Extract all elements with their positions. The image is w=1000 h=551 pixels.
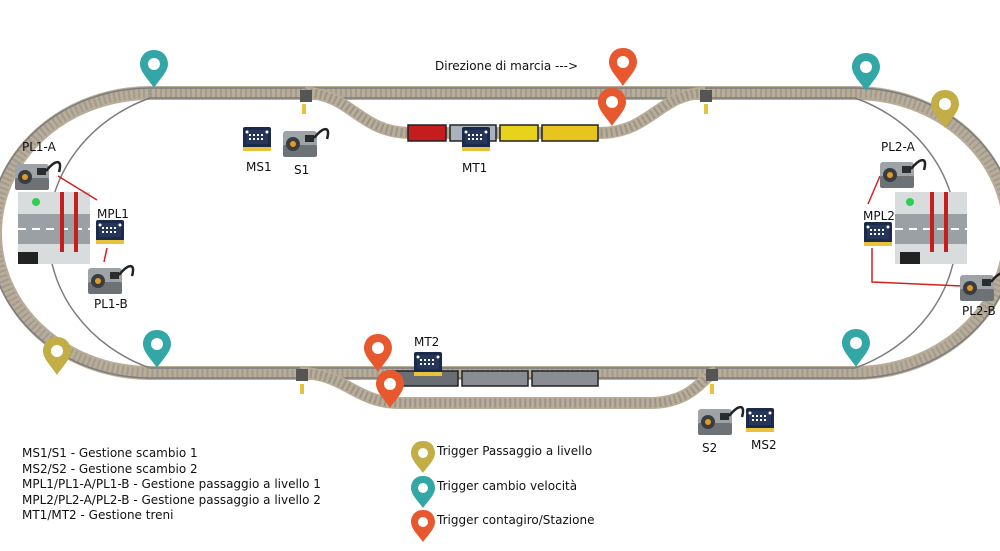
label-mpl2: MPL2	[863, 209, 895, 223]
marker-legend-text: Trigger cambio velocità	[437, 479, 578, 493]
label-s2: S2	[702, 441, 718, 455]
s2-motor	[696, 405, 745, 437]
pl2a-motor	[878, 158, 927, 190]
label-pl2a: PL2-A	[881, 140, 915, 154]
switch-2-lever	[706, 369, 718, 381]
label-pl1a: PL1-A	[22, 140, 56, 154]
teal-pin-icon	[842, 329, 870, 367]
level-crossing-1	[18, 192, 90, 264]
mpl1-microbit	[96, 220, 124, 244]
label-pl1b: PL1-B	[94, 297, 128, 311]
device-legend: MS1/S1 - Gestione scambio 1 MS2/S2 - Ges…	[22, 446, 321, 524]
orange-pin-icon	[609, 48, 637, 86]
teal-pin-icon	[411, 476, 435, 508]
pl1a-motor	[13, 160, 62, 192]
marker-legend-item: Trigger Passaggio a livello	[410, 440, 670, 473]
bottom-siding-track	[296, 367, 718, 409]
marker-legend-text: Trigger Passaggio a livello	[437, 444, 593, 458]
mt2-microbit	[414, 352, 442, 376]
legend-line: MS1/S1 - Gestione scambio 1	[22, 446, 198, 460]
olive-pin-icon	[411, 441, 435, 473]
label-ms2: MS2	[751, 438, 777, 452]
track-oval	[0, 86, 1000, 380]
legend-line: MPL2/PL2-A/PL2-B - Gestione passaggio a …	[22, 492, 321, 507]
label-ms1: MS1	[246, 160, 272, 174]
mt1-microbit	[462, 127, 490, 151]
legend-line: MPL1/PL1-A/PL1-B - Gestione passaggio a …	[22, 477, 321, 492]
ms1-microbit	[243, 127, 271, 151]
teal-pin-icon	[143, 330, 171, 368]
label-mt2: MT2	[414, 335, 440, 349]
legend-line: MS2/S2 - Gestione scambio 2	[22, 461, 198, 476]
label-mpl1: MPL1	[97, 207, 129, 221]
marker-legend-item: Trigger contagiro/Stazione	[410, 509, 670, 542]
level-crossing-2	[895, 192, 967, 264]
olive-pin-icon	[43, 337, 71, 375]
orange-pin-icon	[411, 510, 435, 542]
teal-pin-icon	[852, 53, 880, 91]
direction-label: Direzione di marcia --->	[435, 59, 579, 73]
label-mt1: MT1	[462, 161, 488, 175]
legend-line: MT1/MT2 - Gestione treni	[22, 508, 174, 523]
marker-legend-text: Trigger contagiro/Stazione	[437, 513, 595, 527]
wires	[57, 175, 963, 287]
pl1b-motor	[86, 264, 135, 296]
s1-motor	[281, 127, 330, 159]
pl2b-motor	[958, 271, 1000, 303]
train-1	[407, 124, 599, 142]
mpl2-microbit	[864, 222, 892, 246]
orange-pin-icon	[598, 88, 626, 126]
label-s1: S1	[294, 163, 310, 177]
label-pl2b: PL2-B	[962, 304, 996, 318]
marker-legend-item: Trigger cambio velocità	[410, 475, 670, 508]
ms2-microbit	[746, 408, 774, 432]
teal-pin-icon	[140, 50, 168, 88]
switch-1-lever	[300, 90, 312, 102]
